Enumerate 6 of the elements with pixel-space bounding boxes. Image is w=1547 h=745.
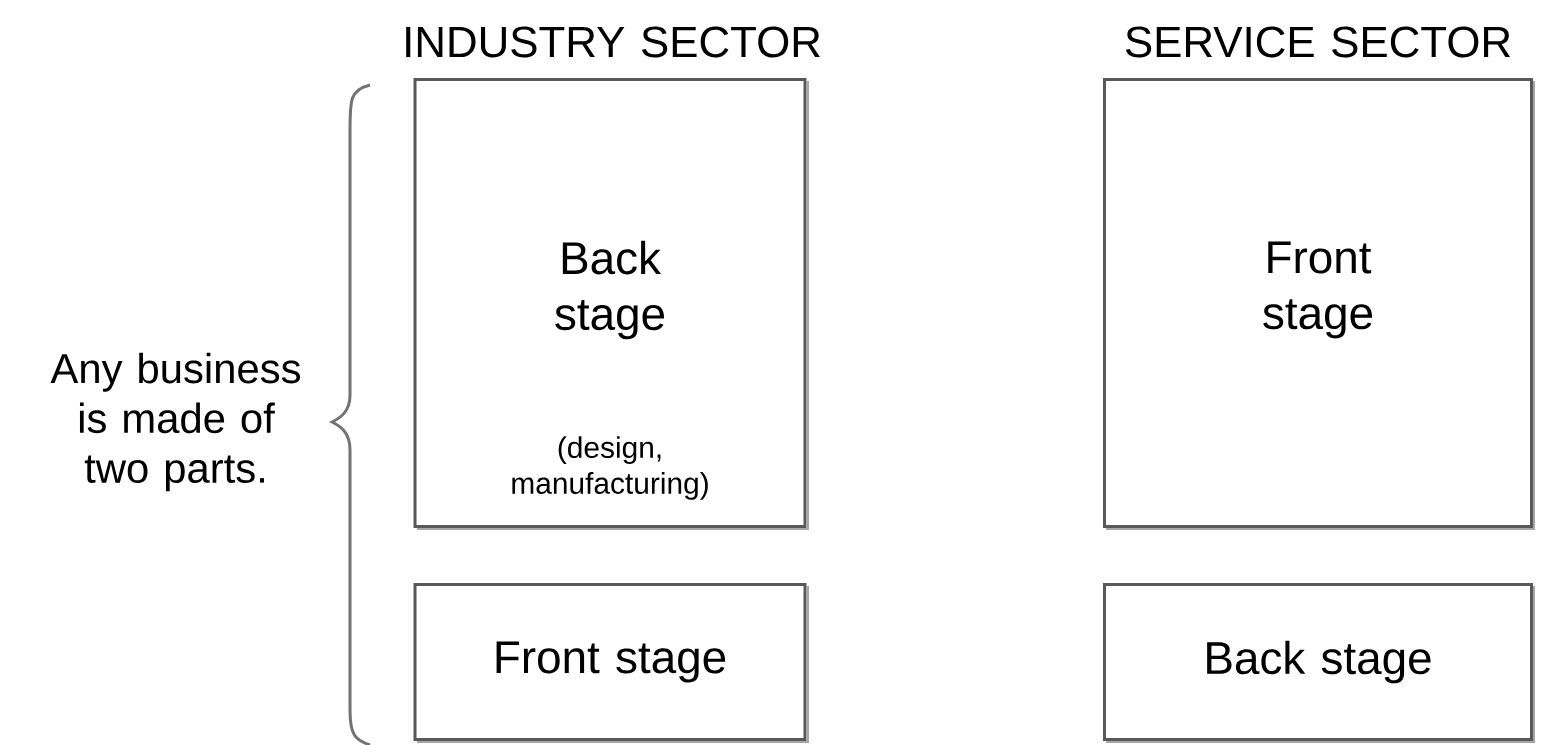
side-note: Any business is made of two parts. xyxy=(50,352,301,492)
stage-label: Front stage xyxy=(496,641,726,683)
stage-label: Front stage xyxy=(1263,241,1372,339)
stage-label: (design, manufacturing) xyxy=(512,436,708,500)
stage-label: Back stage xyxy=(555,240,665,340)
stage-label: Back stage xyxy=(1207,640,1431,684)
